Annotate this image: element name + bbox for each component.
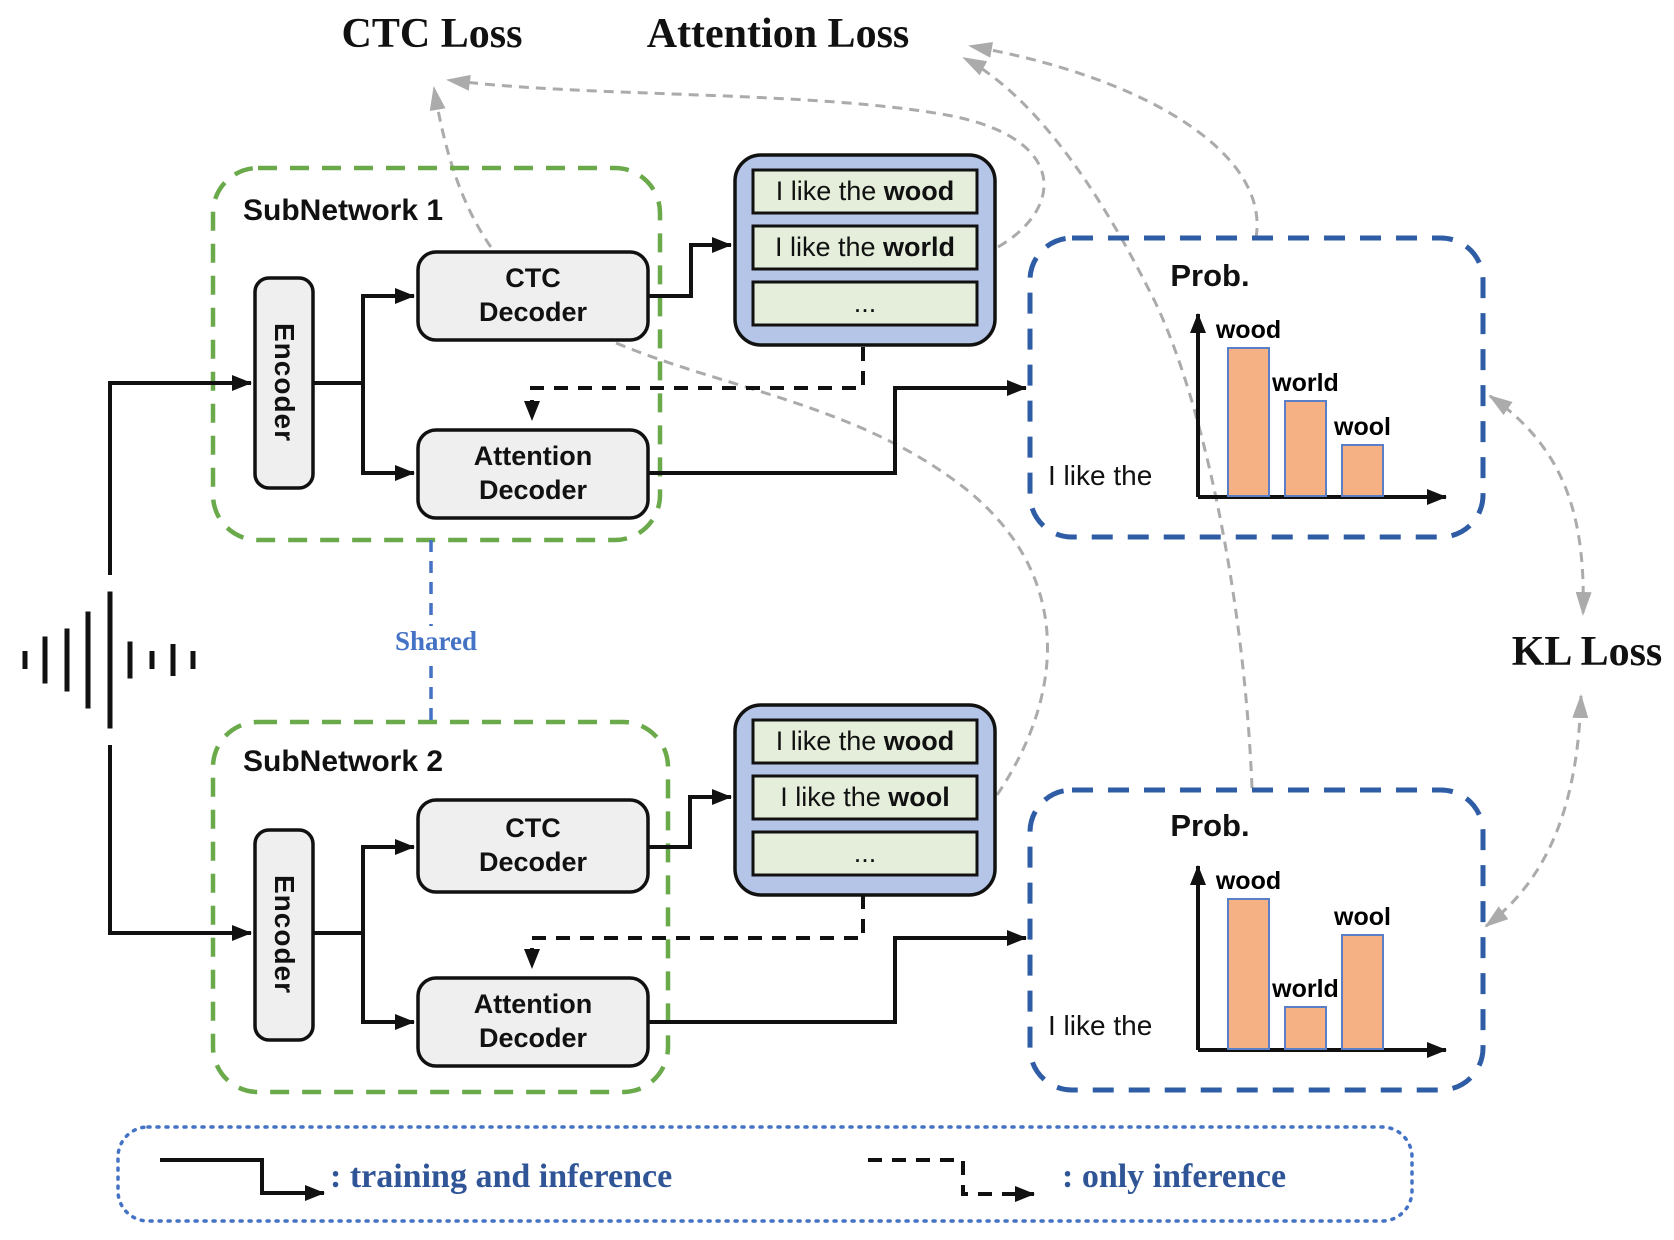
attention-loss-arrow-from-prob2 <box>962 56 1254 789</box>
ctc-loss-label: CTC Loss <box>341 11 523 57</box>
hypotheses2-row2 <box>751 774 979 821</box>
kl-loss-label: KL Loss <box>1511 629 1663 675</box>
attention-decoder2-node <box>416 976 650 1068</box>
bar-label: world <box>1272 369 1339 397</box>
bar-label: wood <box>1215 316 1282 344</box>
shared-label: Shared <box>376 626 496 657</box>
bar-label: wool <box>1334 903 1391 931</box>
attention-decoder1-node <box>416 428 650 520</box>
prob2-axes <box>1190 865 1447 1058</box>
legend-dashed-arrow-glyph <box>868 1158 1035 1202</box>
hypothesis-text: I like the wool <box>780 782 950 812</box>
subnetwork1-label: SubNetwork 1 <box>243 194 444 227</box>
hypotheses1-row1 <box>751 168 979 215</box>
prob-bar <box>1284 400 1327 497</box>
prob2-context-text: I like the <box>1048 1010 1153 1041</box>
ctc-loss-arrow-from-subnet2-hypotheses <box>429 86 1049 796</box>
hypotheses1-row3 <box>751 280 979 327</box>
legend-solid-label: : training and inference <box>330 1158 673 1195</box>
prob-bar <box>1227 347 1270 497</box>
kl-loss-arrow-prob1 <box>1488 394 1592 616</box>
hypothesis-text: I like the wood <box>775 176 955 206</box>
prob-bar <box>1284 1006 1327 1050</box>
subnetwork2-box <box>210 719 671 1095</box>
hypothesis-text: I like the world <box>774 232 956 262</box>
attention-loss-label: Attention Loss <box>646 11 910 57</box>
hypothesis-text: I like the wood <box>775 726 955 756</box>
ctc-decoder2-node <box>416 798 650 894</box>
ctc-loss-arrow-from-subnet1-hypotheses <box>446 74 1046 249</box>
audio-waveform-icon <box>22 591 196 729</box>
hypotheses1-row2 <box>751 224 979 271</box>
prob-box-2 <box>1027 787 1486 1093</box>
hypotheses2-row1 <box>751 718 979 765</box>
subnetwork2-label: SubNetwork 2 <box>243 745 444 778</box>
attention2-to-prob2-arrow <box>648 930 1027 1024</box>
attention-loss-arrow-from-prob1 <box>968 41 1259 239</box>
hypotheses2-row3 <box>751 830 979 877</box>
encoder2-branch <box>313 845 365 1024</box>
encoder2-node <box>253 828 315 1042</box>
prob-bar <box>1341 444 1384 497</box>
legend-dashed-label: : only inference <box>1062 1158 1287 1195</box>
legend-box <box>116 1125 1414 1223</box>
hypotheses1-to-attention1-dashed-arrow <box>524 347 865 421</box>
subnetwork1-box <box>210 165 663 543</box>
prob-bar <box>1227 898 1270 1050</box>
input-arrow-subnet2 <box>108 745 252 941</box>
prob-bar <box>1341 934 1384 1050</box>
prob1-title: Prob. <box>1170 258 1250 293</box>
hypothesis-text: ... <box>853 288 877 318</box>
kl-loss-arrow-prob2 <box>1484 694 1589 928</box>
prob1-axes <box>1190 313 1447 505</box>
attention1-to-prob1-arrow <box>648 380 1027 475</box>
prob1-context-text: I like the <box>1048 460 1153 491</box>
ctc1-to-hypotheses1-arrow <box>648 237 732 298</box>
encoder2-label: Encoder <box>269 875 300 995</box>
hypothesis-text: ... <box>853 838 877 868</box>
prob2-title: Prob. <box>1170 808 1250 843</box>
legend-solid-arrow-glyph <box>160 1158 325 1201</box>
encoder1-node <box>253 276 315 490</box>
ctc-decoder1-node <box>416 250 650 342</box>
encoder1-label: Encoder <box>269 323 300 443</box>
bar-label: wool <box>1334 413 1391 441</box>
prob-box-1 <box>1027 235 1486 540</box>
ctc2-to-hypotheses2-arrow <box>648 789 732 849</box>
bar-label: world <box>1272 975 1339 1003</box>
hypotheses2-to-attention2-dashed-arrow <box>524 895 865 969</box>
input-arrow-subnet1 <box>108 375 252 575</box>
bar-label: wood <box>1215 867 1282 895</box>
encoder1-branch <box>313 294 365 475</box>
